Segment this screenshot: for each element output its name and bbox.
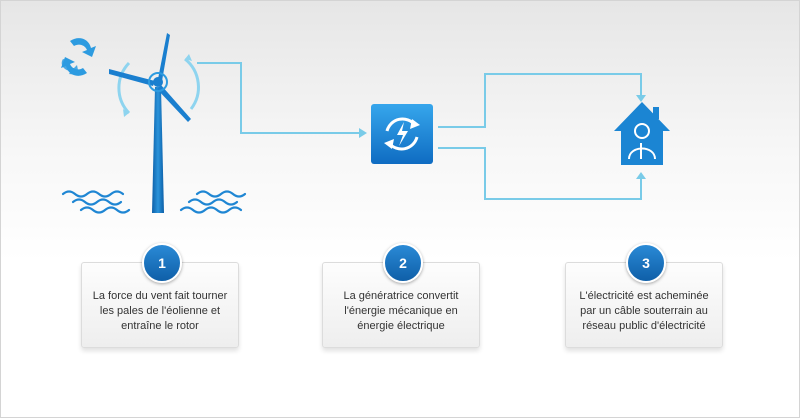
wind-turbine-icon bbox=[109, 33, 200, 213]
step-3: 3 L'électricité est acheminée par un câb… bbox=[565, 243, 725, 353]
turbine-hub bbox=[148, 72, 168, 92]
step-1: 1 La force du vent fait tourner les pale… bbox=[81, 243, 241, 353]
turbine-mast bbox=[152, 87, 164, 213]
turbine-rotation-arc-right bbox=[184, 57, 200, 110]
arrowhead-house-top bbox=[636, 95, 646, 102]
step-number-badge: 1 bbox=[142, 243, 182, 283]
turbine-blade-right bbox=[157, 85, 191, 122]
rotation-arrows-icon bbox=[61, 38, 96, 76]
step-description: L'électricité est acheminée par un câble… bbox=[579, 290, 709, 332]
connector-generator-to-house-top bbox=[438, 73, 642, 128]
waves-icon bbox=[61, 190, 247, 214]
generator-icon bbox=[371, 104, 433, 164]
arrowhead-house-bottom bbox=[636, 172, 646, 179]
step-description: La force du vent fait tourner les pales … bbox=[92, 290, 228, 332]
turbine-blade-left bbox=[109, 69, 155, 86]
flow-connectors bbox=[197, 62, 642, 200]
step-number-badge: 2 bbox=[383, 243, 423, 283]
connector-generator-to-house-bottom bbox=[438, 147, 642, 200]
step-description: La génératrice convertit l'énergie mécan… bbox=[343, 290, 459, 332]
step-2: 2 La génératrice convertit l'énergie méc… bbox=[322, 243, 482, 353]
connector-arrowheads bbox=[359, 95, 646, 179]
house-icon bbox=[614, 102, 670, 165]
turbine-rotation-arc-left bbox=[117, 61, 131, 115]
step-number-badge: 3 bbox=[626, 243, 666, 283]
arrowhead-generator bbox=[359, 128, 367, 138]
connector-turbine-to-generator bbox=[197, 62, 363, 134]
turbine-blade-top bbox=[158, 33, 170, 81]
